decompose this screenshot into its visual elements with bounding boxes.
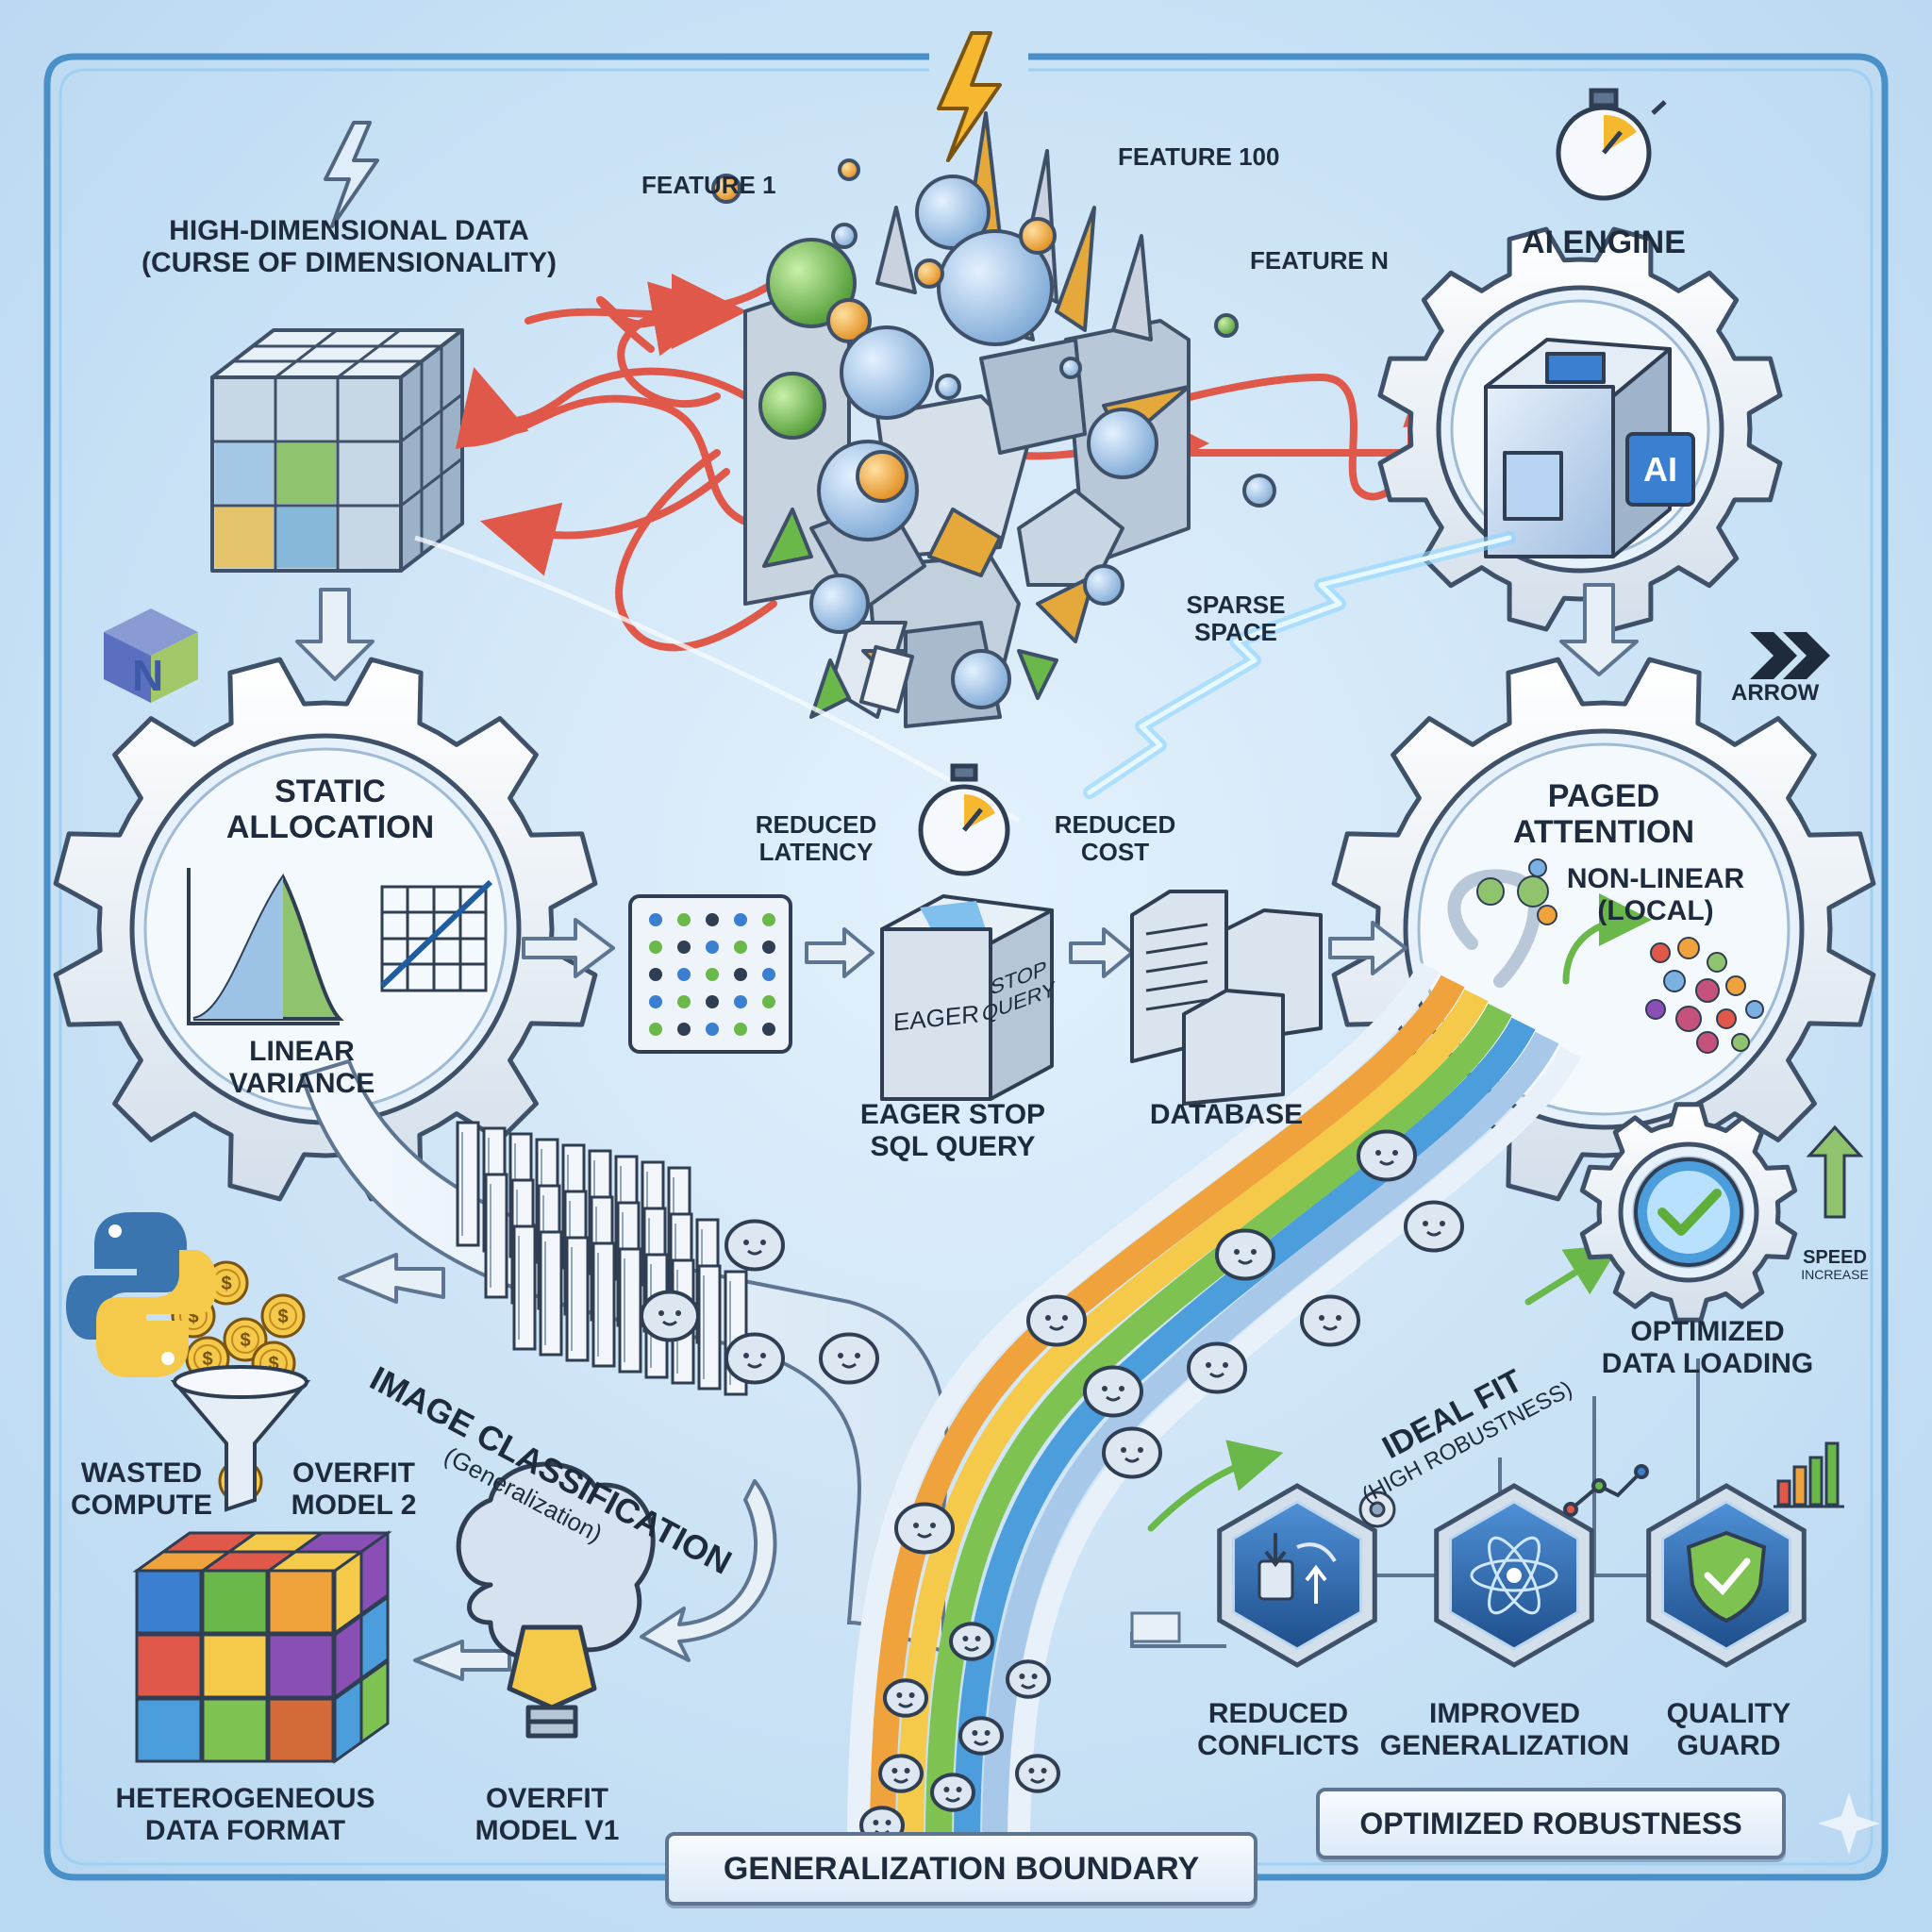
checkmark-icon bbox=[1634, 1158, 1743, 1267]
high-dimensional-data-label: HIGH-DIMENSIONAL DATA(CURSE OF DIMENSION… bbox=[142, 215, 557, 278]
python-logo-icon bbox=[66, 1212, 217, 1377]
hex-reduced-conflicts-icon bbox=[1217, 1483, 1377, 1668]
non-linear-local-label: NON-LINEAR(LOCAL) bbox=[1566, 863, 1745, 926]
brain-bubbles bbox=[640, 1129, 1464, 1845]
brain-bubble-icon bbox=[819, 1332, 879, 1385]
brain-bubble-icon bbox=[724, 1332, 785, 1385]
cube-logo-icon: N bbox=[104, 608, 198, 703]
generalization-boundary-banner: GENERALIZATION BOUNDARY bbox=[665, 1832, 1257, 1906]
svg-text:$: $ bbox=[268, 1354, 278, 1374]
data-cube-icon bbox=[210, 328, 464, 573]
brain-bubble-icon bbox=[894, 1502, 955, 1555]
lightning-outline-icon bbox=[324, 121, 379, 228]
brain-bubble-icon bbox=[958, 1716, 1004, 1756]
brain-bubble-icon bbox=[1357, 1129, 1417, 1182]
generalization-boundary-text: GENERALIZATION BOUNDARY bbox=[723, 1850, 1200, 1887]
brain-bubble-icon bbox=[1187, 1341, 1247, 1394]
dot-matrix-panel-icon bbox=[628, 894, 792, 1054]
svg-text:$: $ bbox=[221, 1274, 231, 1294]
svg-text:$: $ bbox=[188, 1307, 198, 1327]
brain-bubble-icon bbox=[883, 1678, 928, 1718]
line-chart-icon bbox=[1563, 1464, 1649, 1517]
high-dimensional-cluster bbox=[711, 111, 1276, 728]
brain-bubble-icon bbox=[640, 1290, 700, 1342]
database-servers-icon bbox=[1130, 890, 1323, 1106]
green-arrows bbox=[1147, 893, 1652, 1532]
hex-improved-generalization-icon bbox=[1434, 1483, 1594, 1668]
ai-engine-label: AI ENGINE bbox=[1522, 225, 1686, 260]
down-arrow-right bbox=[1559, 583, 1639, 676]
ai-chip-text: AI bbox=[1643, 450, 1677, 489]
feature-1-label: FEATURE 1 bbox=[641, 171, 776, 199]
brain-bubble-icon bbox=[1300, 1294, 1360, 1347]
stopwatch-icon bbox=[1556, 88, 1667, 201]
feature-n-label: FEATURE N bbox=[1250, 246, 1389, 275]
eager-stop-box-icon bbox=[880, 894, 1054, 1101]
lightning-icon bbox=[937, 31, 1002, 162]
brain-bubble-icon bbox=[1015, 1754, 1060, 1793]
database-label: DATABASE bbox=[1149, 1099, 1304, 1130]
funnel-icon bbox=[170, 1365, 311, 1512]
speed-up-arrow-icon bbox=[1806, 1124, 1864, 1219]
brain-bubble-icon bbox=[1404, 1200, 1464, 1253]
center-stopwatch-icon bbox=[918, 763, 1010, 876]
svg-text:N: N bbox=[132, 651, 163, 700]
brain-lightbulb-icon bbox=[456, 1461, 656, 1739]
brain-bubble-icon bbox=[1083, 1365, 1143, 1418]
double-chevron-icon bbox=[1750, 632, 1830, 679]
arrow-label: ARROW bbox=[1731, 680, 1820, 706]
svg-text:$: $ bbox=[240, 1330, 250, 1351]
ai-chip-icon bbox=[1484, 338, 1695, 558]
bar-chart-icon bbox=[1774, 1441, 1844, 1508]
small-gear-icon bbox=[1358, 1491, 1396, 1528]
pipeline-arrows bbox=[522, 918, 1407, 978]
colorful-cube-icon bbox=[132, 1530, 392, 1764]
brain-bubble-icon bbox=[949, 1622, 994, 1661]
energy-beam bbox=[1083, 531, 1516, 799]
connector-block-icon bbox=[1130, 1611, 1181, 1643]
brain-bubble-icon bbox=[724, 1219, 785, 1272]
brain-bubble-icon bbox=[930, 1773, 975, 1812]
brain-bubble-icon bbox=[1215, 1228, 1275, 1281]
attention-swirl-icon bbox=[1447, 869, 1541, 988]
svg-text:$: $ bbox=[277, 1307, 288, 1327]
svg-text:$: $ bbox=[202, 1349, 212, 1370]
hex-quality-guard-icon bbox=[1646, 1483, 1807, 1668]
down-arrow-left bbox=[295, 588, 375, 681]
optimized-robustness-banner: OPTIMIZED ROBUSTNESS bbox=[1316, 1788, 1786, 1859]
bell-curve-chart-icon bbox=[187, 868, 344, 1025]
brain-bubble-icon bbox=[1006, 1659, 1051, 1699]
brain-bubble-icon bbox=[1102, 1426, 1162, 1479]
attention-dots bbox=[1476, 858, 1764, 1054]
left-curved-arrows bbox=[338, 1253, 777, 1681]
sparkle-icon bbox=[1818, 1792, 1880, 1855]
brain-bubble-icon bbox=[1026, 1294, 1087, 1347]
guide-line bbox=[414, 535, 1021, 824]
brain-bubble-icon bbox=[878, 1754, 924, 1793]
optimized-robustness-text: OPTIMIZED ROBUSTNESS bbox=[1359, 1806, 1742, 1840]
feature-100-label: FEATURE 100 bbox=[1118, 142, 1280, 171]
linear-plot-icon bbox=[379, 879, 493, 992]
